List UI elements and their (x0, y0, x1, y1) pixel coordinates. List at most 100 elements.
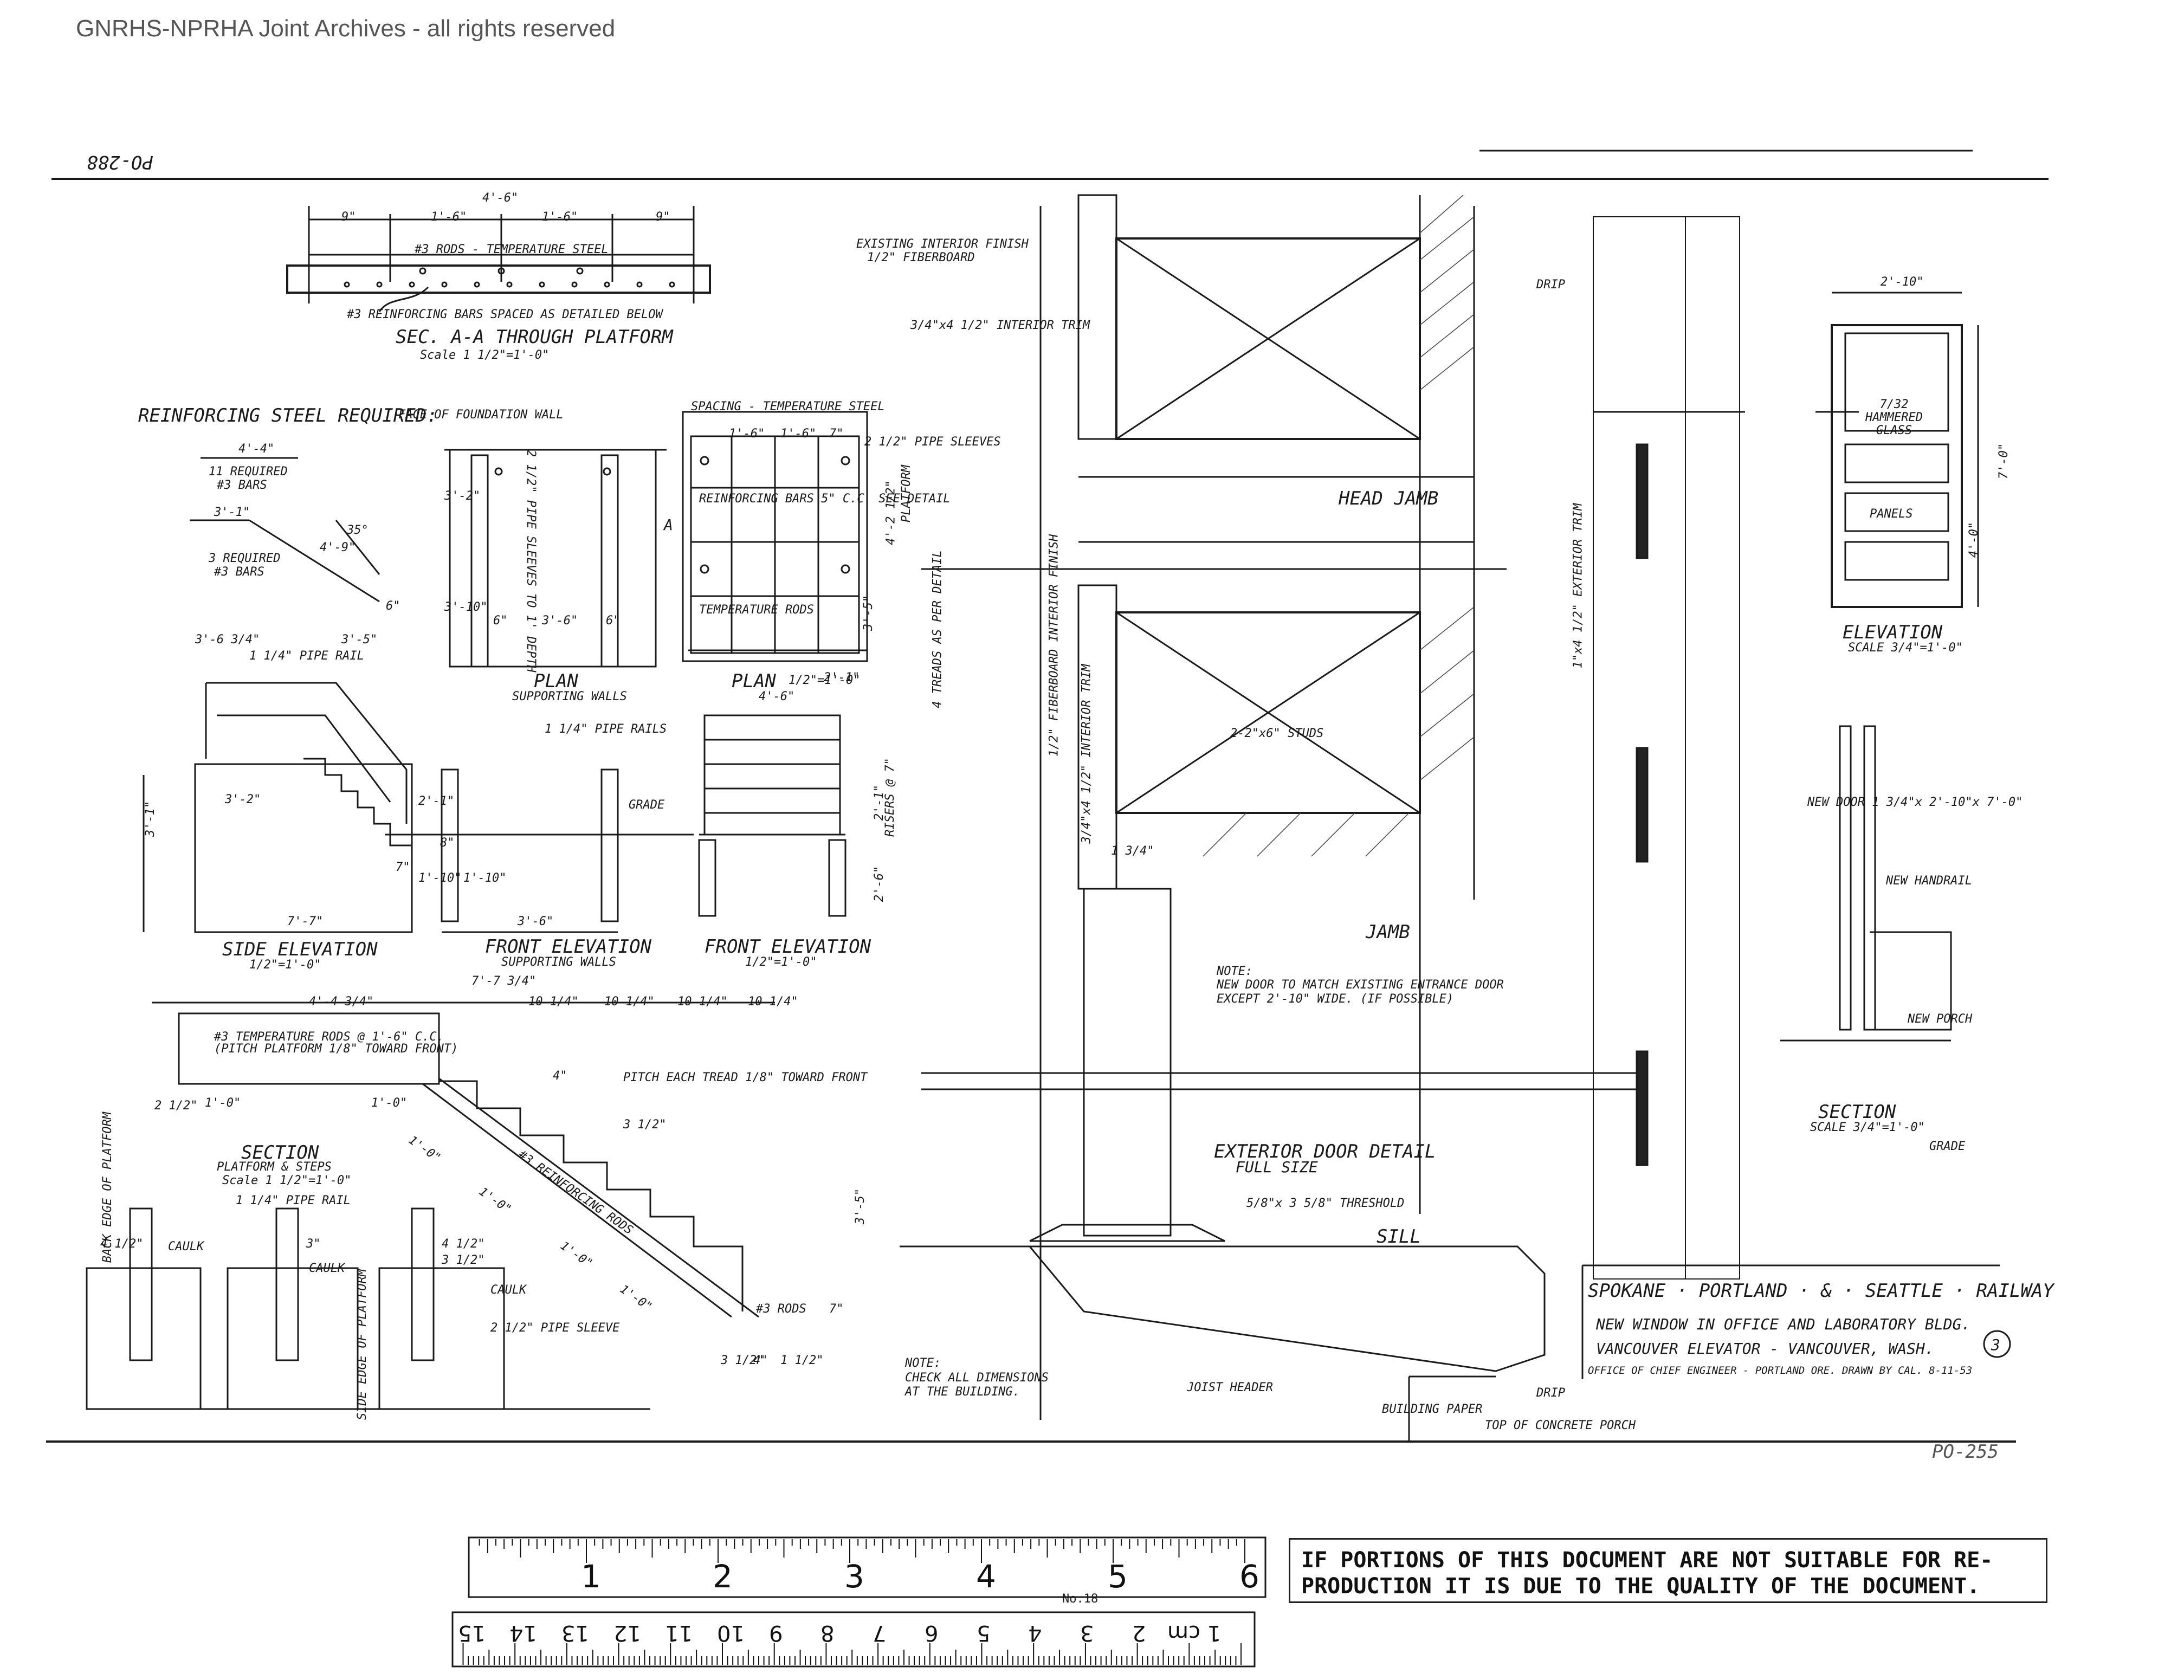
railway-name: SPOKANE · PORTLAND · & · SEATTLE · RAILW… (1588, 1280, 2054, 1302)
steel-required-a: 11 REQUIRED (209, 465, 288, 479)
section-mark-a: A (664, 516, 673, 534)
new-porch-label: NEW PORCH (1908, 1012, 1973, 1026)
reinforcing-bars-label: #3 REINFORCING BARS SPACED AS DETAILED B… (347, 308, 663, 321)
section-dim: 4" (553, 1069, 567, 1083)
fiberboard-label: 1/2" FIBERBOARD (867, 251, 975, 264)
side-dim: 2'-1" (418, 794, 455, 808)
door-elevation-scale: SCALE 3/4"=1'-0" (1848, 641, 1963, 655)
front-walls-title: FRONT ELEVATION (485, 936, 652, 958)
door-section-title: SECTION (1818, 1101, 1896, 1123)
drawing-number-top: PO-288 (87, 151, 153, 173)
door-height: 7'-0" (1997, 443, 2011, 480)
ruler-cm-label: 11 (665, 1620, 693, 1645)
steel-length-b: 3'-1" (214, 506, 250, 519)
pipe-sleeves-label: 2 1/2" PIPE SLEEVES TO 1' DEPTH (524, 450, 538, 673)
front-elev-dim-top: 2'-1" (824, 671, 860, 684)
ruler-inch-label: 5 (1108, 1558, 1128, 1595)
door-section-scale: SCALE 3/4"=1'-0" (1810, 1121, 1925, 1134)
exterior-door-detail-scale: FULL SIZE (1236, 1158, 1318, 1176)
plan-dim: 3'-10" (444, 600, 488, 614)
platform-dim: 9" (341, 210, 356, 224)
plan-top-dim: 7" (829, 427, 844, 441)
section-top-dim: 10 1/4" (677, 995, 728, 1009)
panels-label: PANELS (1870, 507, 1913, 521)
steel-length-c: 4'-9" (320, 541, 356, 554)
steel-bars-b: #3 BARS (214, 565, 264, 579)
studs-label: 2-2"x6" STUDS (1230, 727, 1324, 740)
steel-required-b: 3 REQUIRED (209, 552, 281, 565)
note2-text: CHECK ALL DIMENSIONS AT THE BUILDING. (905, 1371, 1049, 1399)
front-elev-risers: RISERS @ 7" (883, 758, 897, 837)
interior-trim-2-label: 3/4"x4 1/2" INTERIOR TRIM (1080, 664, 1094, 844)
section-rods: #3 RODS (756, 1302, 806, 1316)
side-edge-label: SIDE EDGE OF PLATFORM (356, 1269, 370, 1420)
side-dim: 3'-1" (144, 800, 158, 837)
section-bottom-dim: 1 1/2" (780, 1354, 824, 1367)
side-dim: 7" (396, 861, 410, 874)
drawing-number-bottom: PO-255 (1932, 1441, 1999, 1463)
front-walls-dim: 3'-6" (518, 915, 554, 928)
ruler-cm-label: 5 (976, 1620, 990, 1645)
title-line-1: NEW WINDOW IN OFFICE AND LABORATORY BLDG… (1596, 1315, 1971, 1333)
ruler-cm-label: 13 (561, 1620, 589, 1645)
plan-walls-sub: SUPPORTING WALLS (512, 690, 627, 703)
section-steps-title: SECTION (241, 1142, 319, 1164)
ruler-inch-label: 4 (976, 1558, 996, 1595)
title-line-2: VANCOUVER ELEVATOR - VANCOUVER, WASH. (1596, 1340, 1934, 1358)
caulk-label: CAULK (168, 1240, 204, 1253)
section-height: 3'-5" (854, 1188, 868, 1225)
foundation-face-label: FACE OF FOUNDATION WALL (398, 408, 564, 422)
ruler-inch-label: 1 (581, 1558, 601, 1595)
steel-angle: 35° (347, 524, 369, 537)
door-section-grade: GRADE (1929, 1140, 1966, 1153)
side-pipe-rail: 1 1/4" PIPE RAIL (249, 649, 364, 663)
platform-dim: 1'-6" (542, 210, 578, 224)
side-dim: 3'-5" (341, 633, 378, 647)
caulk-label: CAULK (309, 1262, 345, 1275)
plan-dim: 6" (606, 614, 621, 628)
side-dim: 3'-2" (225, 793, 261, 806)
plan-platform-label: PLATFORM (899, 465, 913, 522)
plan-temp-rods: TEMPERATURE RODS (699, 603, 814, 617)
steel-length-a: 4'-4" (238, 442, 275, 456)
section-top-dim: 10 1/4" (604, 995, 655, 1009)
front-walls-sub: SUPPORTING WALLS (501, 955, 616, 969)
exterior-trim-label: 1"x4 1/2" EXTERIOR TRIM (1571, 503, 1585, 669)
drip-top-label: DRIP (1536, 278, 1565, 292)
building-paper-label: BUILDING PAPER (1382, 1403, 1483, 1416)
ruler-cm-label: 7 (873, 1620, 887, 1645)
front-elevation-scale: 1/2"=1'-0" (745, 955, 817, 969)
section-a-a-scale: Scale 1 1/2"=1'-0" (420, 348, 550, 362)
reproduction-notice: IF PORTIONS OF THIS DOCUMENT ARE NOT SUI… (1289, 1538, 2047, 1603)
new-door-label: NEW DOOR 1 3/4"x 2'-10"x 7'-0" (1807, 796, 2023, 809)
plan-dim2: 3'-5" (862, 595, 876, 631)
plan-dim: 6" (493, 614, 508, 628)
platform-dim: 9" (656, 210, 670, 224)
side-dim: 1'-10" (418, 871, 462, 885)
section-bottom-dim: 4" (753, 1354, 768, 1367)
lower-pipe-rail: 1 1/4" PIPE RAIL (236, 1194, 351, 1207)
sheet-number: 3 (1991, 1336, 2000, 1354)
section-pitch-platform: (PITCH PLATFORM 1/8" TOWARD FRONT) (214, 1042, 458, 1056)
lower-dim: 4 1/2" (442, 1237, 485, 1251)
caulk-label: CAULK (490, 1283, 527, 1297)
ruler-cm-label: 12 (613, 1620, 641, 1645)
ruler-inch-label: 2 (713, 1558, 733, 1595)
steel-bars-a: #3 BARS (217, 479, 267, 492)
section-top-dim: 4'-4 3/4" (309, 995, 374, 1009)
section-dim: 1'-0" (371, 1096, 408, 1110)
door-dim-4: 4'-0" (1967, 521, 1981, 558)
lower-dim: 3" (306, 1237, 321, 1251)
front-walls-dim: 8" (440, 836, 455, 850)
section-top-dim: 10 1/4" (748, 995, 798, 1009)
plan-walls-title: PLAN (534, 670, 578, 692)
lower-dim: 4 1/2" (100, 1237, 144, 1251)
section-steps-sub: PLATFORM & STEPS (217, 1160, 332, 1174)
platform-overall-dim: 4'-6" (482, 191, 519, 205)
ruler-cm-label: 10 (717, 1620, 745, 1645)
sill-label: SILL (1377, 1226, 1421, 1248)
plan-sleeves: 2 1/2" PIPE SLEEVES (864, 435, 1001, 449)
plan-bars-label: REINFORCING BARS 5" C.C. SEE DETAIL (699, 492, 951, 506)
ruler-cm-label: 6 (924, 1620, 939, 1645)
ruler-inch-label: 3 (844, 1558, 864, 1595)
